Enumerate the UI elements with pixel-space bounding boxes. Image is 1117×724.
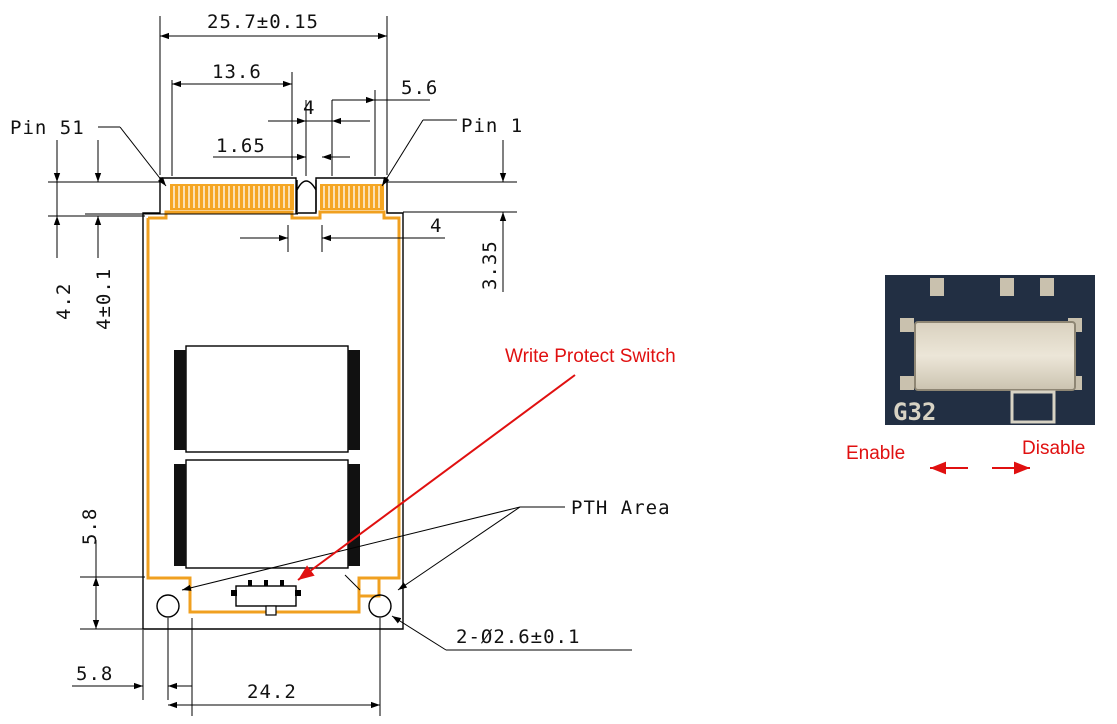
dim-hole-height-label: 5.8 [79, 508, 101, 545]
dim-bottom-key-label: 4 [430, 215, 442, 237]
pin-51-label: Pin 51 [10, 117, 85, 139]
nand-chip-top [174, 345, 360, 453]
dim-hole-diameter-label: 2-Ø2.6±0.1 [456, 626, 580, 648]
dim-hole-offset: 5.8 [72, 618, 192, 700]
gold-fingers-left [170, 184, 294, 210]
mounting-hole-left [156, 594, 180, 618]
dim-key-width: 4 [268, 97, 370, 176]
dim-left-h1-label: 4.2 [53, 283, 75, 320]
write-protect-switch-drawing [231, 580, 301, 616]
gold-fingers-right [320, 184, 384, 210]
dim-overall-width-label: 25.7±0.15 [207, 11, 319, 33]
dim-right-h-label: 3.35 [479, 240, 501, 290]
dim-right-offset: 5.6 [332, 77, 438, 176]
dim-hole-spacing-label: 24.2 [247, 681, 297, 703]
dim-left-h2-label: 4±0.1 [93, 268, 115, 330]
dim-overall-width: 25.7±0.15 [159, 11, 388, 175]
enable-label: Enable [846, 443, 905, 464]
write-protect-annotation: Write Protect Switch [297, 346, 676, 581]
dim-key-offset-label: 13.6 [212, 61, 262, 83]
pth-hole-tick [344, 574, 361, 591]
pth-area-label: PTH Area [571, 497, 671, 519]
write-protect-label: Write Protect Switch [505, 346, 676, 367]
dim-key-width-label: 4 [303, 97, 315, 119]
switch-silk-label: G32 [893, 398, 936, 426]
dim-bottom-key: 4 [240, 215, 445, 252]
mounting-hole-right [368, 594, 392, 618]
dim-hole-height: 5.8 [79, 508, 145, 630]
dim-right-offset-label: 5.6 [401, 77, 438, 99]
pin-1-leader: Pin 1 [381, 115, 523, 187]
dim-key-slot-label: 1.65 [216, 135, 266, 157]
switch-photo: G32 [885, 275, 1095, 426]
pin-51-leader: Pin 51 [10, 117, 167, 187]
nand-chip-bottom [174, 459, 360, 569]
disable-label: Disable [1022, 438, 1085, 459]
dim-key-offset: 13.6 [171, 61, 293, 176]
dim-hole-spacing: 24.2 [168, 618, 381, 716]
dim-key-slot: 1.65 [213, 135, 350, 161]
dim-hole-diameter: 2-Ø2.6±0.1 [391, 615, 632, 651]
dim-right-height: 3.35 [387, 140, 517, 292]
pin-1-label: Pin 1 [461, 115, 523, 137]
pth-area-leader: PTH Area [181, 497, 671, 591]
dim-left-height: 4.2 4±0.1 [48, 140, 298, 330]
key-notch [296, 180, 317, 212]
dim-hole-offset-label: 5.8 [76, 663, 113, 685]
